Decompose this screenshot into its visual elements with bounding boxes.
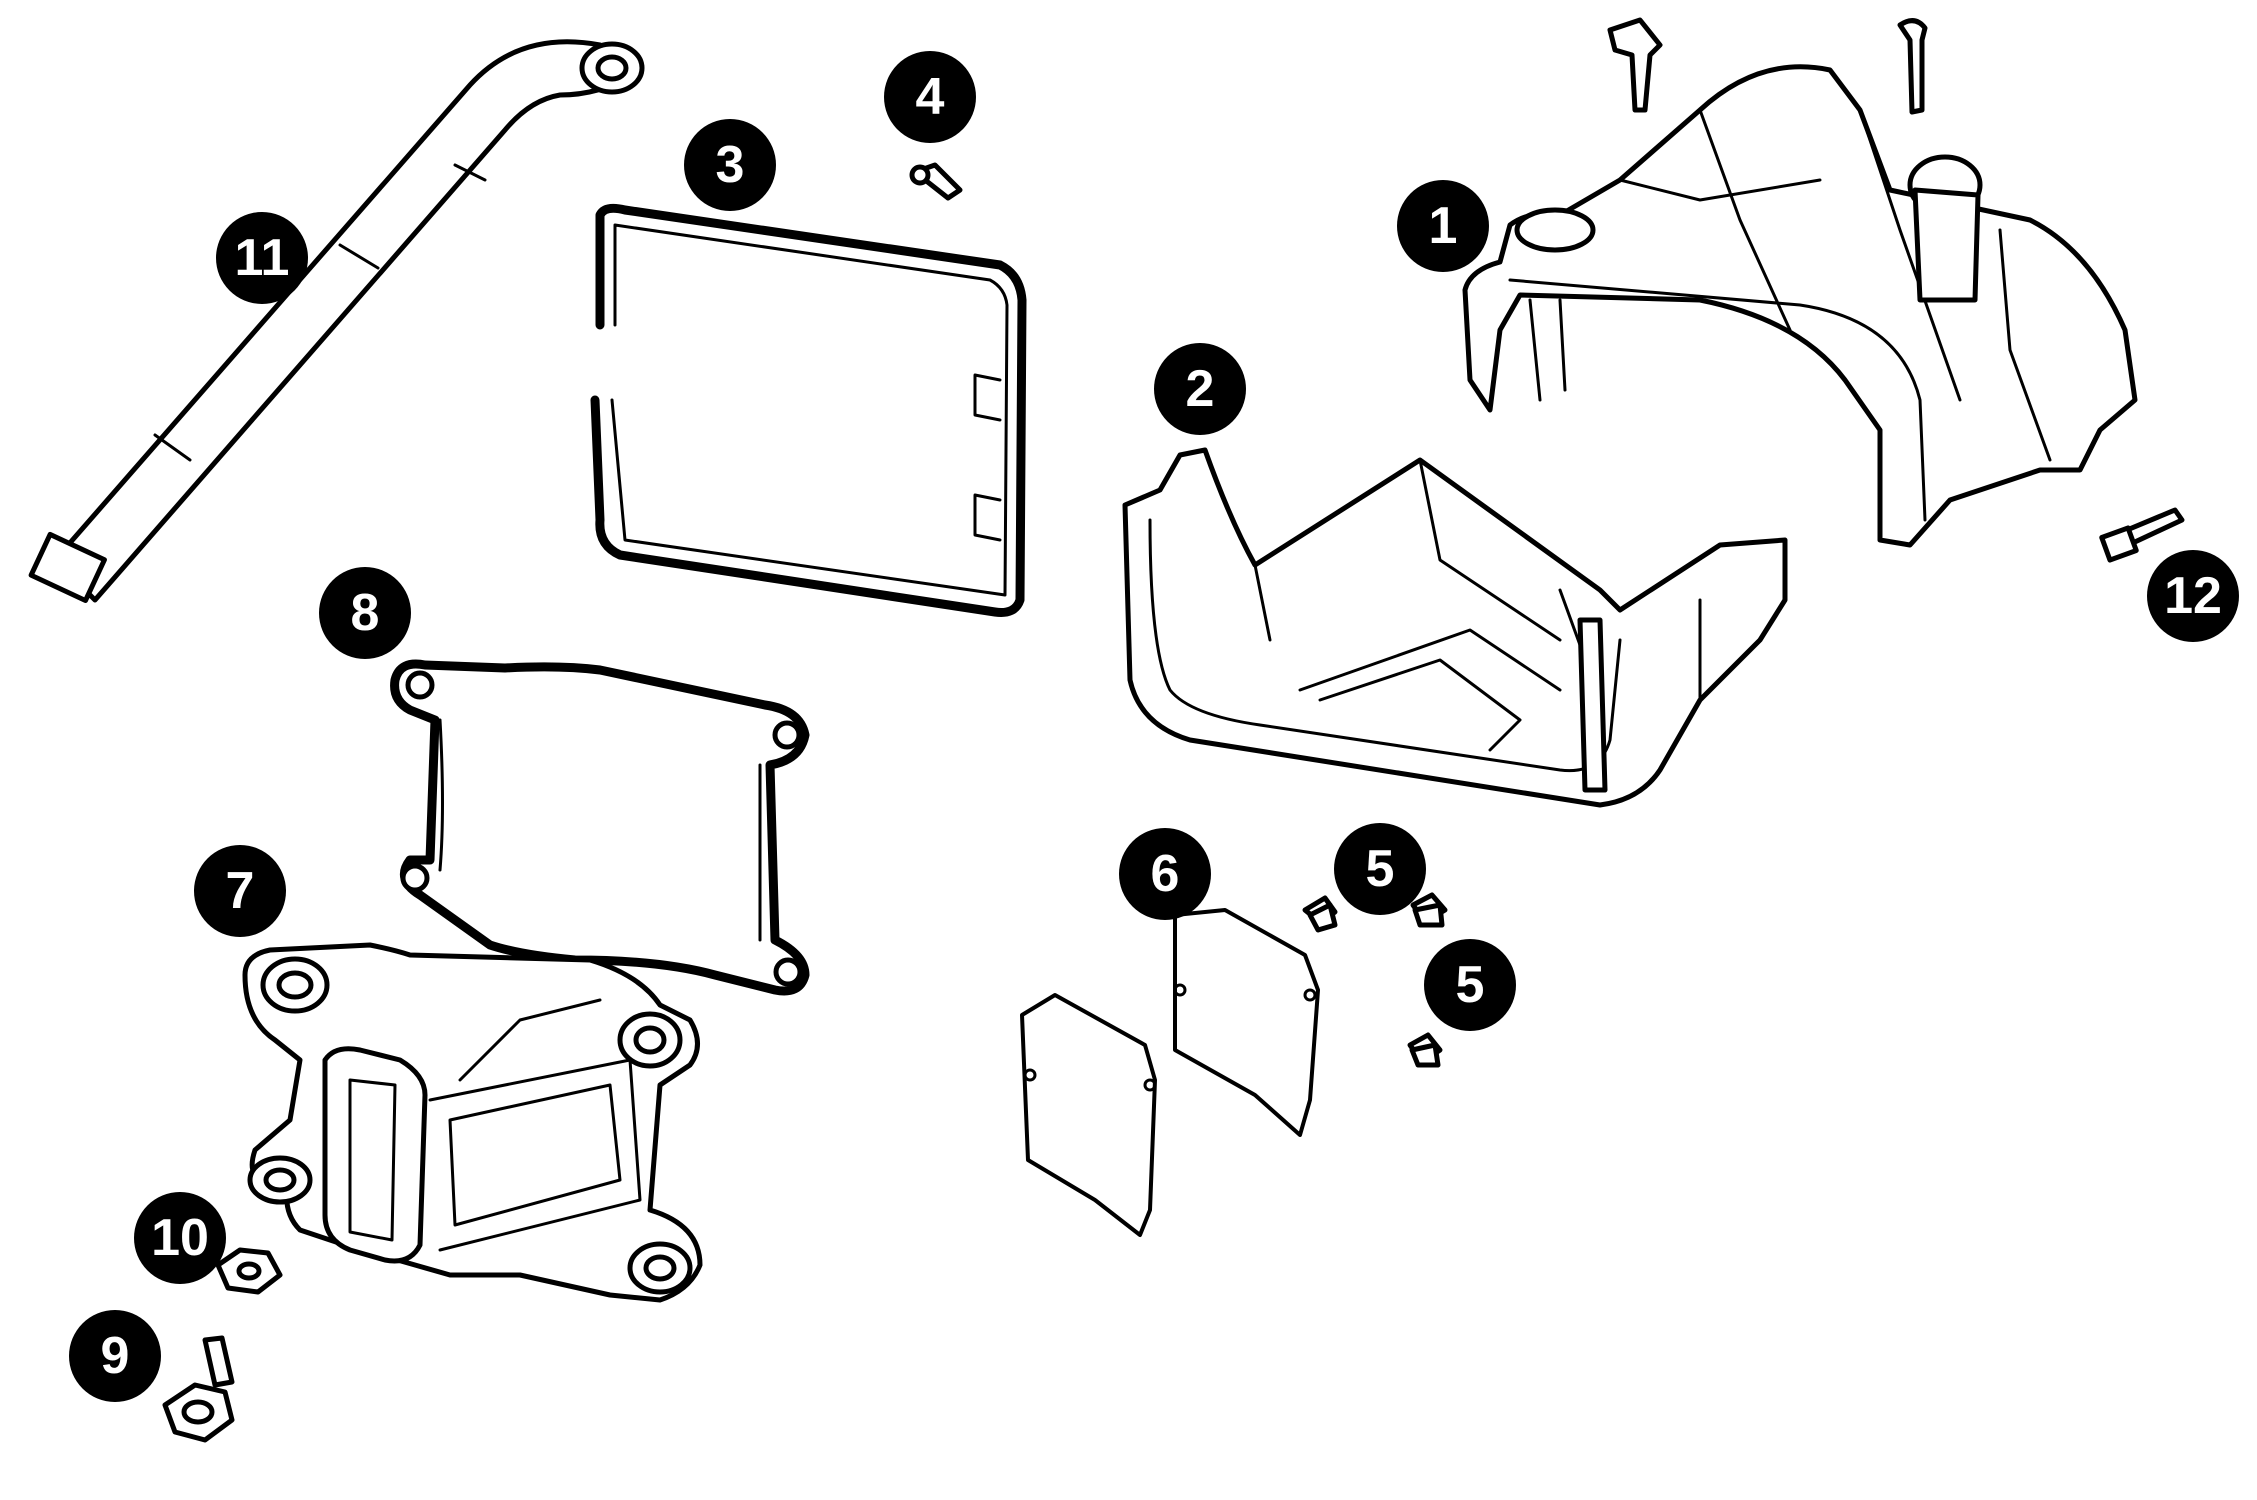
svg-text:9: 9 [101,1327,130,1385]
svg-text:12: 12 [2164,567,2222,625]
part-2-lower-tray [1122,447,1788,808]
svg-text:8: 8 [351,584,380,642]
svg-text:3: 3 [716,136,745,194]
callout-12: 12 [2147,550,2239,642]
callout-1: 1 [1397,180,1489,272]
part-11-hose [28,39,645,604]
part-7-housing [242,942,703,1303]
part-5-clips [1302,892,1448,1068]
callout-8: 8 [319,567,411,659]
svg-text:1: 1 [1429,197,1458,255]
part-10-nut [215,1247,283,1295]
svg-text:11: 11 [235,229,290,287]
callout-10: 10 [134,1192,226,1284]
part-12-screw [2099,507,2185,563]
part-4-fastener [909,162,963,201]
part-6-gaskets [1020,908,1320,1237]
svg-text:7: 7 [226,862,255,920]
callout-6: 6 [1119,828,1211,920]
callout-4: 4 [884,51,976,143]
callout-9: 9 [69,1310,161,1402]
part-9-bolt [162,1335,235,1443]
svg-text:2: 2 [1186,360,1215,418]
callout-3: 3 [684,119,776,211]
callout-5-upper: 5 [1334,823,1426,915]
svg-text:5: 5 [1456,956,1485,1014]
svg-text:5: 5 [1366,840,1395,898]
part-3-gasket [590,203,1027,617]
svg-text:6: 6 [1151,845,1180,903]
svg-text:10: 10 [151,1209,209,1267]
callout-2: 2 [1154,343,1246,435]
part-8-gasket [390,659,810,996]
part-1-upper-cover [1462,17,2138,548]
callout-11: 11 [216,212,308,304]
callout-5-lower: 5 [1424,939,1516,1031]
callout-7: 7 [194,845,286,937]
svg-text:4: 4 [916,68,945,126]
